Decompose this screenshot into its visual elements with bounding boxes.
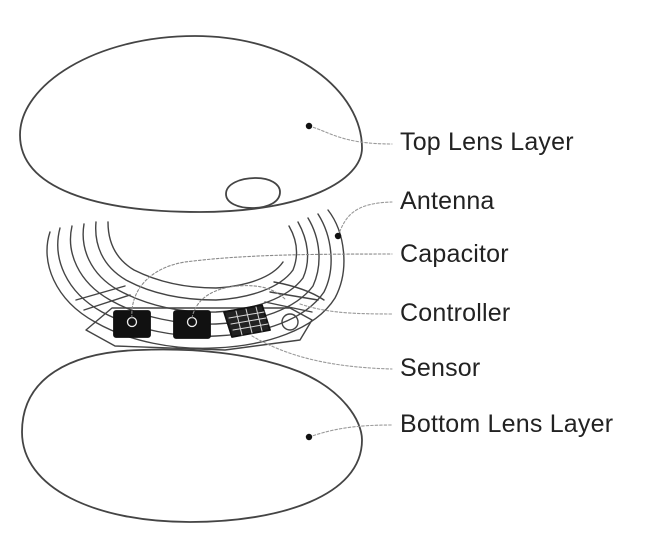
leader-bottom-lens xyxy=(308,424,393,438)
label-top-lens-layer: Top Lens Layer xyxy=(400,128,574,156)
sensor-chip xyxy=(223,304,271,338)
label-capacitor: Capacitor xyxy=(400,240,509,268)
leader-controller xyxy=(299,303,393,315)
top-lens-layer xyxy=(19,35,363,213)
leader-sensor xyxy=(251,335,393,370)
capacitor-leader-loop-left xyxy=(131,253,393,319)
controller-pad xyxy=(281,313,299,331)
dot-antenna xyxy=(334,232,342,240)
label-bottom-lens-layer: Bottom Lens Layer xyxy=(400,410,614,438)
capacitor-leader-loop-right xyxy=(191,285,287,319)
label-sensor: Sensor xyxy=(400,354,481,382)
dot-top-lens xyxy=(305,122,313,130)
dot-bottom-lens xyxy=(305,433,313,441)
leader-top-lens xyxy=(308,125,393,145)
label-antenna: Antenna xyxy=(400,187,495,215)
label-controller: Controller xyxy=(400,299,511,327)
antenna-ring xyxy=(46,209,345,349)
component-shelf xyxy=(85,307,313,351)
lens-window xyxy=(225,177,281,209)
capacitor-chip-left xyxy=(113,310,151,338)
leader-antenna xyxy=(337,201,393,237)
bottom-lens-layer xyxy=(21,348,363,523)
capacitor-chip-right xyxy=(173,310,211,339)
